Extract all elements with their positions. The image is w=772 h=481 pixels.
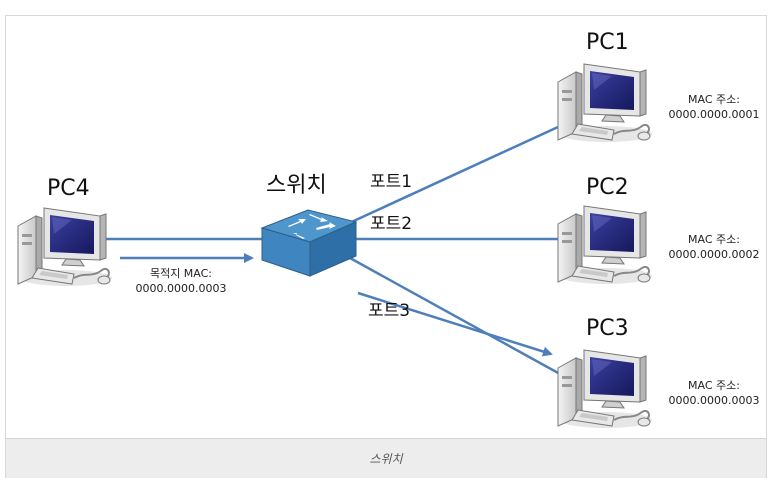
pc2-mac-value: 0000.0000.0002 bbox=[668, 248, 760, 261]
pc3-icon bbox=[557, 349, 653, 429]
pc4-dest-caption: 목적지 MAC: bbox=[149, 267, 213, 280]
pc1-icon bbox=[557, 63, 653, 143]
figure-caption: 스위치 bbox=[369, 452, 403, 466]
port1-label: 포트1 bbox=[370, 172, 413, 192]
pc2-mac-block: MAC 주소: 0000.0000.0002 bbox=[664, 232, 764, 262]
pc2-icon bbox=[557, 205, 653, 285]
pc3-mac-value: 0000.0000.0003 bbox=[668, 394, 760, 407]
pc1-label: PC1 bbox=[586, 30, 629, 55]
link-switch-pc1 bbox=[344, 125, 559, 227]
port2-label: 포트2 bbox=[370, 214, 413, 234]
arrow-switch-to-pc3 bbox=[357, 291, 553, 357]
pc4-icon bbox=[17, 207, 113, 287]
pc1-mac-value: 0000.0000.0001 bbox=[668, 108, 760, 121]
port3-label: 포트3 bbox=[368, 301, 411, 321]
pc2-mac-caption: MAC 주소: bbox=[688, 233, 740, 246]
pc3-label: PC3 bbox=[586, 316, 629, 341]
pc3-mac-caption: MAC 주소: bbox=[688, 379, 740, 392]
pc1-mac-block: MAC 주소: 0000.0000.0001 bbox=[664, 92, 764, 122]
pc3-mac-block: MAC 주소: 0000.0000.0003 bbox=[664, 378, 764, 408]
pc4-dest-block: 목적지 MAC: 0000.0000.0003 bbox=[126, 266, 236, 296]
pc4-label: PC4 bbox=[47, 176, 90, 201]
caption-bar: 스위치 bbox=[6, 438, 766, 478]
pc1-mac-caption: MAC 주소: bbox=[688, 93, 740, 106]
pc4-dest-value: 0000.0000.0003 bbox=[135, 282, 227, 295]
link-switch-pc3 bbox=[349, 256, 561, 376]
switch-label: 스위치 bbox=[266, 173, 327, 198]
switch-icon bbox=[260, 209, 358, 277]
pc2-label: PC2 bbox=[586, 175, 629, 200]
